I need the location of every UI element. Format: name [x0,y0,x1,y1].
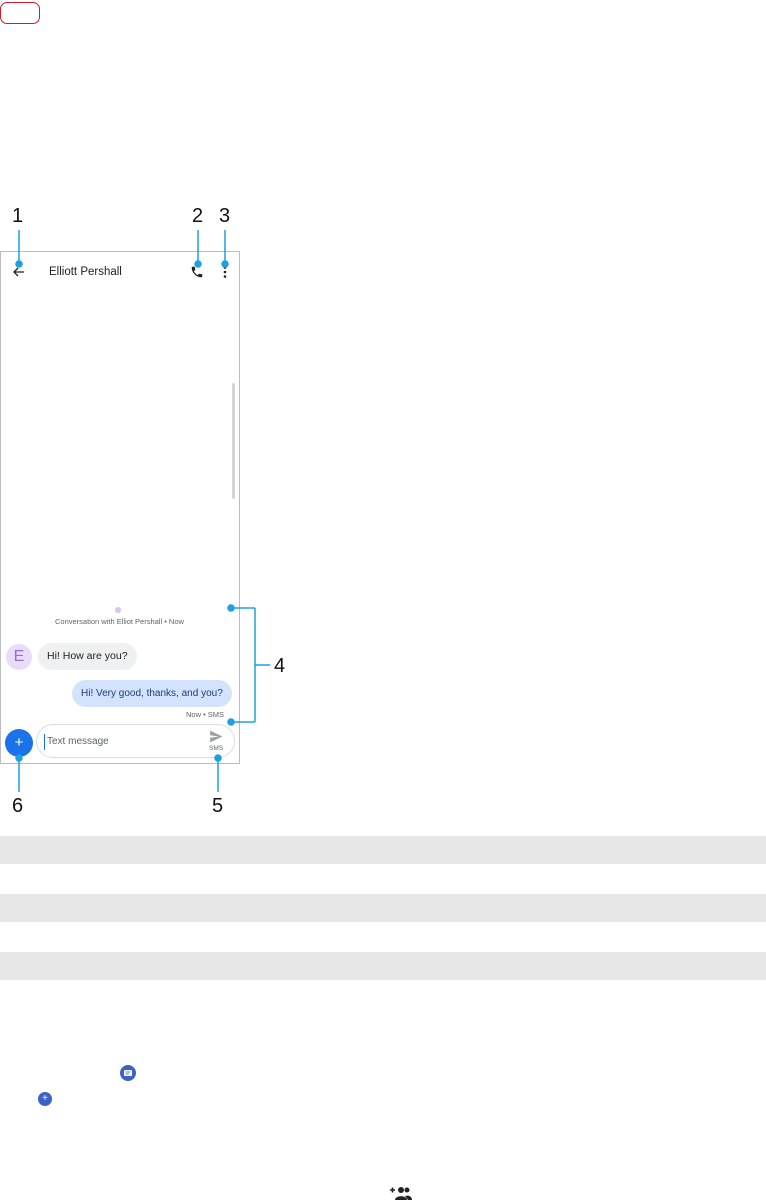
add-button[interactable]: + [5,729,33,757]
phone-screenshot: Elliott Pershall [0,251,240,764]
table-row-band-1 [0,836,766,864]
incoming-message-bubble[interactable]: Hi! How are you? [38,643,137,670]
outgoing-message-bubble[interactable]: Hi! Very good, thanks, and you? [72,680,232,707]
avatar: E [6,644,32,670]
back-arrow-icon[interactable] [12,265,26,279]
composer-placeholder: Text message [47,736,109,747]
text-cursor [44,734,45,750]
send-icon[interactable] [209,730,223,743]
callout-4-label: 4 [274,655,286,677]
composer-field[interactable]: Text message SMS [36,724,235,758]
callout-3-label: 3 [219,205,231,227]
conversation-dot-icon [115,607,121,613]
scrollbar[interactable] [232,383,235,499]
add-group-icon [390,1187,412,1200]
callout-6-label: 6 [12,795,24,817]
callout-2-label: 2 [192,205,204,227]
page-badge [0,2,40,24]
conversation-info: Conversation with Elliot Pershall • Now [55,617,184,626]
send-sms-label: SMS [209,745,224,752]
callout-5-label: 5 [212,795,224,817]
message-meta: Now • SMS [186,710,225,719]
table-row-band-3 [0,952,766,980]
contact-name-title: Elliott Pershall [49,266,122,278]
callout-1-label: 1 [12,205,24,227]
add-icon: + [38,1092,52,1106]
callout-lines [15,230,270,792]
phone-icon[interactable] [190,265,204,279]
message-icon [120,1065,136,1081]
table-row-band-2 [0,894,766,922]
